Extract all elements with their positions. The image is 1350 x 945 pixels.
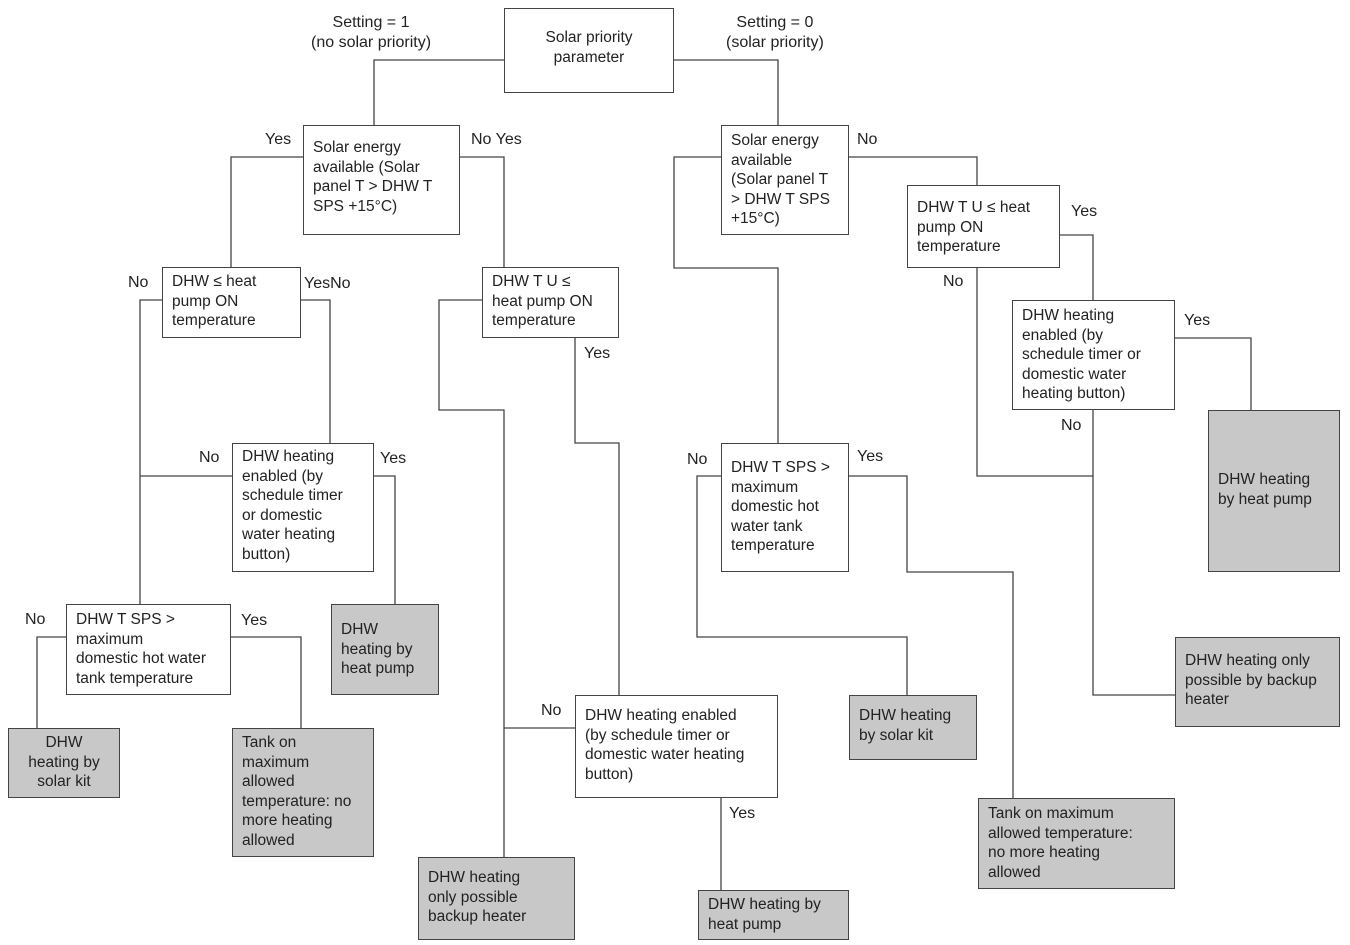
terminal-solar-kit-right: DHW heating by solar kit: [849, 695, 977, 760]
terminal-backup-right: DHW heating only possible by backup heat…: [1175, 637, 1340, 727]
wire-solright-yes: [673, 156, 779, 443]
label-yes: Yes: [1184, 312, 1211, 329]
label-no: No: [25, 611, 46, 628]
wire-root-left: [373, 59, 504, 125]
wire-dhwle-yesno: [301, 299, 331, 443]
wire-dhwle-no: [139, 299, 162, 604]
wire-dhwturight-yes: [1060, 234, 1094, 300]
wire-enabledleft-yes: [374, 475, 396, 604]
node-dhwtu-right: DHW T U ≤ heat pump ON temperature: [907, 185, 1060, 268]
label-no: No: [687, 451, 708, 468]
label-no: No: [199, 449, 220, 466]
label-no: No: [128, 274, 149, 291]
node-sps-left: DHW T SPS > maximum domestic hot water t…: [66, 604, 231, 695]
wire-spsright-no: [696, 475, 908, 695]
label-yes: Yes: [857, 448, 884, 465]
wire-solleft-no: [460, 156, 505, 267]
label-yes: Yes: [1071, 203, 1098, 220]
node-solar-energy-right: Solar energy available (Solar panel T > …: [721, 125, 849, 235]
node-solar-energy-left: Solar energy available (Solar panel T > …: [303, 125, 460, 235]
label-yes: Yes: [380, 450, 407, 467]
label-yes: Yes: [241, 612, 268, 629]
label-yes-no: YesNo: [304, 275, 351, 292]
wire-root-right: [674, 59, 779, 125]
terminal-backup-mid: DHW heating only possible backup heater: [418, 857, 575, 940]
wire-spsleft-yes: [231, 636, 302, 728]
wire-dhwtumid-yes: [574, 338, 620, 695]
terminal-tank-max-right: Tank on maximum allowed temperature: no …: [978, 798, 1175, 889]
wire-dhwtumid-no: [438, 299, 505, 857]
wire-solleft-yes: [230, 156, 303, 267]
label-yes: Yes: [265, 131, 292, 148]
label-no: No: [541, 702, 562, 719]
terminal-heat-pump-left: DHW heating by heat pump: [331, 604, 439, 695]
wire-spsright-yes: [849, 475, 1014, 798]
label-setting-1: Setting = 1 (no solar priority): [311, 14, 432, 51]
label-no: No: [857, 131, 878, 148]
label-setting-0: Setting = 0 (solar priority): [726, 14, 824, 51]
terminal-solar-kit-left: DHW heating by solar kit: [8, 728, 120, 798]
wire-enabledright-yes: [1175, 337, 1252, 410]
label-no: No: [1061, 417, 1082, 434]
wire-dhwturight-no: [976, 268, 1093, 477]
node-enabled-right: DHW heating enabled (by schedule timer o…: [1012, 300, 1175, 410]
node-solar-priority-parameter: Solar priority parameter: [504, 8, 674, 93]
wire-solright-no: [849, 156, 978, 185]
node-enabled-left: DHW heating enabled (by schedule timer o…: [232, 443, 374, 572]
node-sps-right: DHW T SPS > maximum domestic hot water t…: [721, 443, 849, 572]
terminal-tank-max-left: Tank on maximum allowed temperature: no …: [232, 728, 374, 857]
node-enabled-mid: DHW heating enabled (by schedule timer o…: [575, 695, 778, 798]
label-no-yes: No Yes: [471, 131, 522, 148]
label-yes: Yes: [584, 345, 611, 362]
node-dhwtu-mid: DHW T U ≤ heat pump ON temperature: [482, 267, 619, 338]
terminal-heat-pump-right: DHW heating by heat pump: [1208, 410, 1340, 572]
wire-enabledright-no: [1092, 410, 1175, 696]
node-dhw-le-left: DHW ≤ heat pump ON temperature: [162, 267, 301, 338]
label-no: No: [943, 273, 964, 290]
terminal-heat-pump-mid: DHW heating by heat pump: [698, 890, 849, 940]
label-yes: Yes: [729, 805, 756, 822]
wire-spsleft-no: [36, 636, 66, 728]
